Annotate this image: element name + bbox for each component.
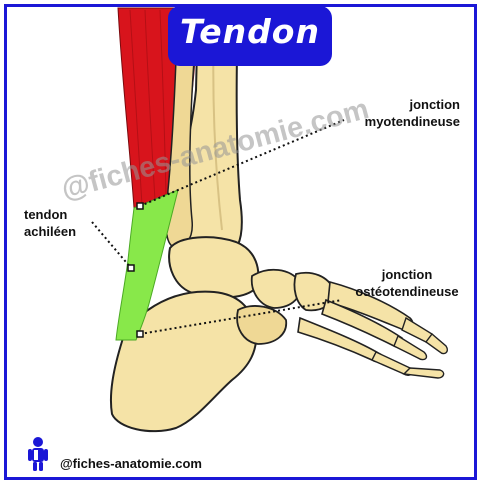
anatomy-figure-icon bbox=[24, 436, 52, 472]
marker-myotendinous bbox=[137, 203, 143, 209]
label-achilles-line1: tendon bbox=[24, 206, 104, 223]
navicular-bone bbox=[252, 270, 301, 308]
label-achilles-line2: achiléen bbox=[24, 223, 104, 240]
label-osteotendinous-line2: ostéotendineuse bbox=[344, 283, 470, 300]
talus-bone bbox=[169, 237, 258, 297]
page-title: Tendon bbox=[168, 12, 332, 51]
footer-credit: @fiches-anatomie.com bbox=[60, 456, 202, 471]
marker-achilles bbox=[128, 265, 134, 271]
label-osteotendinous-line1: jonction bbox=[344, 266, 470, 283]
marker-osteotendinous bbox=[137, 331, 143, 337]
phalanx-5 bbox=[404, 368, 444, 378]
label-achilles-tendon: tendon achiléen bbox=[24, 206, 104, 240]
label-osteotendinous-junction: jonction ostéotendineuse bbox=[344, 266, 470, 300]
phalanx-4 bbox=[426, 334, 447, 354]
